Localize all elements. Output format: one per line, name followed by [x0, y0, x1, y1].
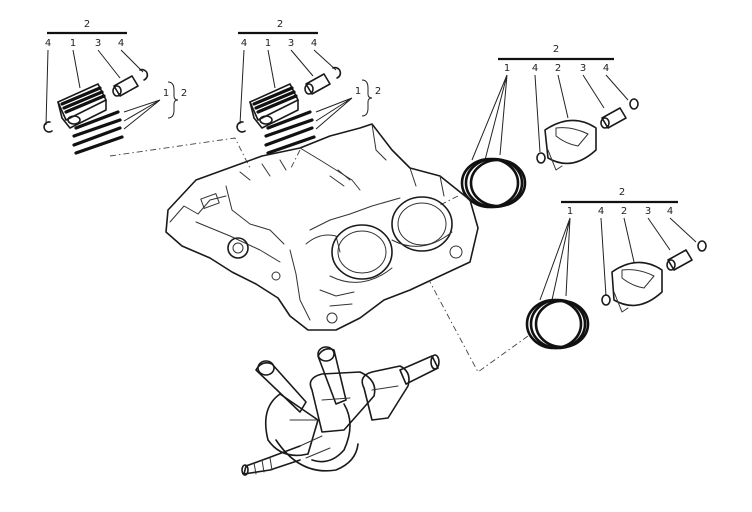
- piston-group-3: 2 1 4 2 3 4: [460, 44, 639, 209]
- callout-label: 4: [603, 63, 609, 74]
- callout-label: 2: [619, 187, 625, 198]
- callout-label: 4: [532, 63, 538, 74]
- callout-label: 2: [277, 19, 283, 30]
- callout-label: 3: [580, 63, 586, 74]
- piston-part: [249, 83, 299, 129]
- callout-label: 1: [504, 63, 510, 74]
- circlip-part: [697, 240, 707, 252]
- callout-label: 1: [163, 88, 169, 99]
- callout-label: 4: [311, 38, 317, 49]
- piston-group-4: 2 1 4 2 3 4: [525, 187, 707, 350]
- piston-part: [544, 119, 597, 171]
- piston-pin-part: [112, 75, 139, 97]
- callout-label: 2: [555, 63, 561, 74]
- callout-label: 4: [667, 206, 673, 217]
- piston-rings-part: [460, 157, 527, 209]
- cylinder-bore: [391, 196, 453, 252]
- circlip-part: [236, 121, 246, 133]
- circlip-part: [601, 294, 611, 306]
- callout-label: 1: [355, 86, 361, 97]
- piston-pin-part: [304, 73, 331, 95]
- crankshaft-part: [241, 346, 440, 476]
- callout-label: 2: [621, 206, 627, 217]
- piston-part: [611, 261, 663, 313]
- piston-group-1: 2 4 1 3 4 1 2: [43, 19, 187, 155]
- assembly-lines: [109, 137, 529, 373]
- callout-label: 2: [84, 19, 90, 30]
- cylinder-bore: [331, 224, 393, 280]
- piston-part: [57, 83, 107, 129]
- circlip-part: [536, 152, 546, 164]
- callout-label: 2: [553, 44, 559, 55]
- callout-label: 1: [265, 38, 271, 49]
- piston-pin-part: [666, 249, 693, 271]
- piston-rings-part: [525, 298, 590, 350]
- circlip-part: [332, 66, 342, 79]
- piston-group-2: 2 4 1 3 4 1 2: [236, 19, 381, 155]
- circlip-part: [43, 121, 53, 133]
- crankcase-part: [165, 123, 479, 331]
- piston-pin-part: [600, 107, 627, 129]
- circlip-part: [629, 98, 639, 110]
- callout-label: 3: [288, 38, 294, 49]
- piston-rings-part: [264, 110, 316, 155]
- callout-label: 1: [567, 206, 573, 217]
- callout-label: 4: [241, 38, 247, 49]
- callout-label: 4: [45, 38, 51, 49]
- piston-rings-part: [72, 110, 124, 155]
- callout-label: 4: [598, 206, 604, 217]
- circlip-part: [139, 68, 149, 81]
- callout-label: 1: [70, 38, 76, 49]
- callout-label: 4: [118, 38, 124, 49]
- callout-label: 2: [375, 86, 381, 97]
- callout-label: 2: [181, 88, 187, 99]
- callout-label: 3: [645, 206, 651, 217]
- callout-label: 3: [95, 38, 101, 49]
